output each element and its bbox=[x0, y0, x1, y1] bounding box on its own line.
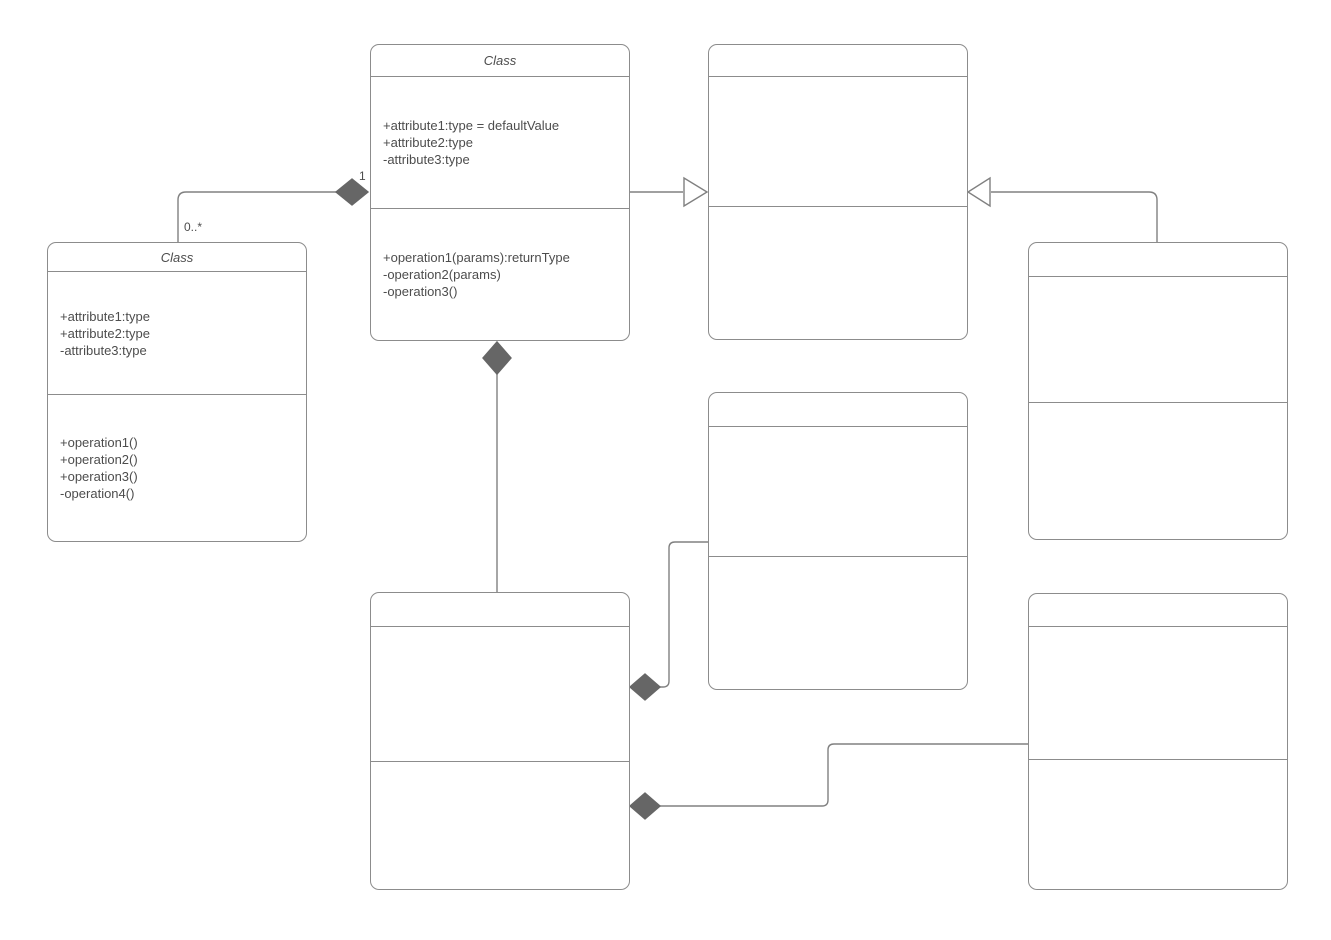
class-operations-section bbox=[709, 207, 967, 339]
attribute-line: +attribute2:type bbox=[383, 135, 473, 150]
edge-generalization-topcenter-to-topright[interactable] bbox=[630, 176, 709, 208]
generalization-triangle-icon bbox=[683, 176, 709, 208]
multiplicity-label-part: 0..* bbox=[184, 220, 203, 234]
class-title bbox=[1029, 594, 1287, 627]
class-attributes-section: +attribute1:type = defaultValue +attribu… bbox=[371, 77, 629, 209]
operation-line: +operation3() bbox=[60, 469, 138, 484]
operation-line: +operation2() bbox=[60, 452, 138, 467]
class-box-top-center[interactable]: Class +attribute1:type = defaultValue +a… bbox=[370, 44, 630, 341]
class-attributes-section bbox=[1029, 627, 1287, 760]
class-title bbox=[1029, 243, 1287, 277]
class-box-bottom-right[interactable] bbox=[1028, 593, 1288, 890]
operation-line: -operation4() bbox=[60, 486, 135, 501]
class-operations-section bbox=[1029, 403, 1287, 539]
composition-diamond-icon bbox=[334, 178, 370, 206]
edge-composition-bottomcenter-to-middle[interactable] bbox=[628, 541, 708, 701]
class-box-bottom-center[interactable] bbox=[370, 592, 630, 890]
attribute-line: +attribute2:type bbox=[60, 325, 150, 341]
class-attributes-section bbox=[709, 427, 967, 557]
attribute-line: -attribute3:type bbox=[383, 152, 470, 167]
class-operations-section bbox=[709, 557, 967, 689]
operation-line: -operation2(params) bbox=[383, 267, 501, 282]
generalization-triangle-icon bbox=[966, 176, 991, 208]
composition-diamond-icon bbox=[628, 673, 662, 701]
edge-path[interactable] bbox=[660, 743, 1028, 807]
composition-diamond-icon bbox=[628, 792, 662, 820]
class-operations-section: +operation1(params):returnType -operatio… bbox=[371, 209, 629, 340]
composition-diamond-icon bbox=[482, 340, 512, 376]
class-operations-section bbox=[371, 762, 629, 889]
class-operations-section bbox=[1029, 760, 1287, 889]
class-title: Class bbox=[48, 243, 306, 272]
class-attributes-section bbox=[371, 627, 629, 762]
edge-generalization-right-to-topright[interactable] bbox=[966, 176, 1158, 242]
class-attributes-section bbox=[709, 77, 967, 207]
class-title bbox=[371, 593, 629, 627]
edge-composition-bottomcenter-to-bottomright[interactable] bbox=[628, 743, 1028, 820]
class-box-middle[interactable] bbox=[708, 392, 968, 690]
operation-line: -operation3() bbox=[383, 284, 458, 299]
edge-composition-topcenter-to-bottomcenter[interactable] bbox=[482, 340, 512, 592]
attribute-line: +attribute1:type bbox=[60, 308, 150, 324]
attribute-line: +attribute1:type = defaultValue bbox=[383, 118, 560, 133]
class-box-right[interactable] bbox=[1028, 242, 1288, 540]
edge-path[interactable] bbox=[660, 541, 708, 688]
operation-line: +operation1(params):returnType bbox=[383, 250, 570, 265]
edge-composition-left-to-topcenter[interactable] bbox=[177, 178, 370, 242]
class-operations-section: +operation1() +operation2() +operation3(… bbox=[48, 395, 306, 541]
operation-line: +operation1() bbox=[60, 435, 138, 450]
class-title: Class bbox=[371, 45, 629, 77]
class-box-left[interactable]: Class +attribute1:type +attribute2:type … bbox=[47, 242, 307, 542]
class-attributes-section bbox=[1029, 277, 1287, 403]
class-title bbox=[709, 393, 967, 427]
edge-path[interactable] bbox=[177, 191, 338, 242]
class-attributes-section: +attribute1:type +attribute2:type -attri… bbox=[48, 272, 306, 395]
attribute-line: -attribute3:type bbox=[60, 342, 147, 358]
class-box-top-right[interactable] bbox=[708, 44, 968, 340]
edge-path[interactable] bbox=[991, 191, 1158, 242]
class-title bbox=[709, 45, 967, 77]
multiplicity-label-whole: 1 bbox=[359, 169, 366, 183]
